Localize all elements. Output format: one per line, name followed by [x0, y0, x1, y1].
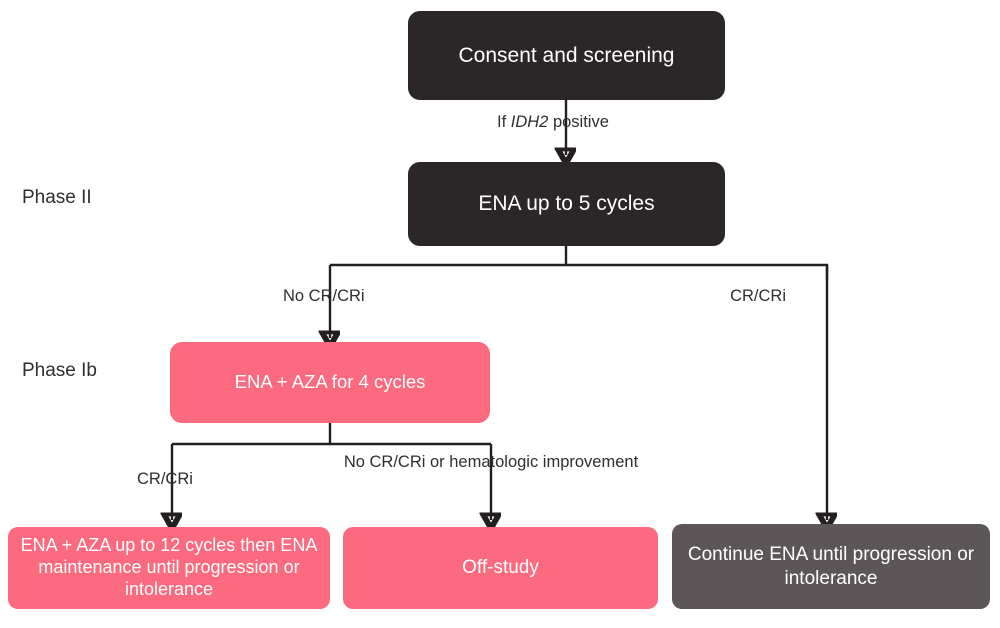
edge-label-cr-cri-left: CR/CRi	[137, 470, 193, 488]
edge-label-idh2-suffix: positive	[548, 113, 609, 131]
phase-label-phase-2: Phase II	[22, 187, 92, 208]
edge-label-idh2-gene: IDH2	[510, 113, 549, 131]
node-continue-ena[interactable]: Continue ENA until progression or intole…	[672, 524, 990, 609]
node-off-study-label: Off-study	[462, 557, 539, 579]
node-ena-aza-up-to-12-cycles[interactable]: ENA + AZA up to 12 cycles then ENA maint…	[8, 527, 330, 609]
edge-label-cr-cri-right: CR/CRi	[730, 287, 786, 305]
node-consent-label: Consent and screening	[458, 43, 675, 67]
node-off-study[interactable]: Off-study	[343, 527, 658, 609]
phase-label-phase-1b: Phase Ib	[22, 360, 97, 381]
edge-label-idh2-prefix: If	[497, 113, 511, 131]
node-ena-aza-12-label: ENA + AZA up to 12 cycles then ENA maint…	[20, 535, 318, 599]
node-ena-5-cycles-label: ENA up to 5 cycles	[478, 192, 655, 216]
node-continue-ena-label: Continue ENA until progression or intole…	[687, 544, 975, 589]
edge-label-no-cr-cri-hematologic: No CR/CRi or hematologic improvement	[343, 453, 639, 471]
edge-crcri-right-corner	[807, 263, 829, 280]
edge-label-idh2-positive: If IDH2 positive	[497, 113, 609, 133]
node-ena-aza-4-label: ENA + AZA for 4 cycles	[234, 371, 426, 393]
node-consent-and-screening[interactable]: Consent and screening	[408, 11, 725, 100]
node-ena-up-to-5-cycles[interactable]: ENA up to 5 cycles	[408, 162, 725, 246]
edge-label-no-cr-cri: No CR/CRi	[283, 287, 365, 305]
node-ena-aza-for-4-cycles[interactable]: ENA + AZA for 4 cycles	[170, 342, 490, 423]
